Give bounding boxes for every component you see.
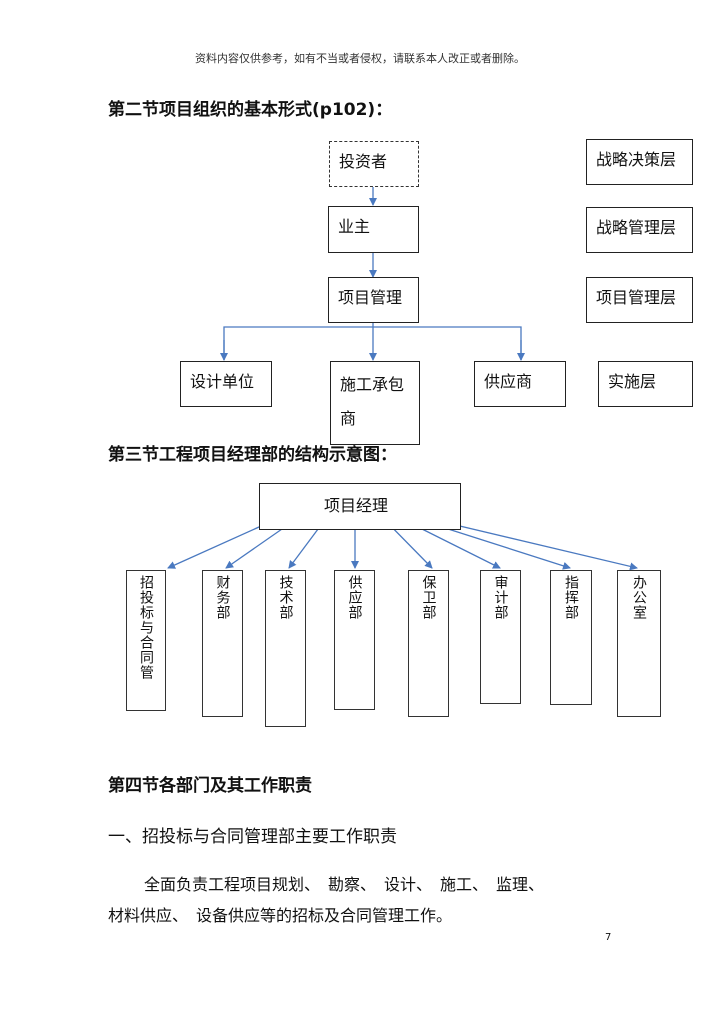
paragraph-line-1: 全面负责工程项目规划、 勘察、 设计、 施工、 监理、 [144,875,545,894]
supplier-label: 供应商 [484,372,533,391]
dept-command: 指挥部 [550,570,592,705]
paragraph-line-2: 材料供应、 设备供应等的招标及合同管理工作。 [108,906,453,925]
dept-label: 供应部 [346,575,363,620]
owner-box: 业主 [328,206,419,253]
project-management-box: 项目管理 [328,277,419,323]
dept-label: 招投标与合同管 [138,575,154,680]
level-implementation: 实施层 [598,361,693,407]
design-unit-box: 设计单位 [180,361,272,407]
investor-label: 投资者 [339,152,388,171]
contractor-label: 施工承包商 [340,375,405,428]
level-label: 战略管理层 [596,218,677,237]
dept-bidding-contract: 招投标与合同管 [126,570,166,711]
project-manager-label: 项目经理 [324,496,389,515]
page-number: 7 [605,932,612,943]
dept-audit: 审计部 [480,570,521,704]
supplier-box: 供应商 [474,361,566,407]
dept-supply: 供应部 [334,570,375,710]
level-strategic-management: 战略管理层 [586,207,693,253]
investor-box: 投资者 [329,141,419,187]
contractor-box: 施工承包商 [330,361,420,445]
level-strategic-decision: 战略决策层 [586,139,693,185]
project-manager-box: 项目经理 [259,483,461,530]
dept-label: 技术部 [277,575,294,620]
owner-label: 业主 [338,217,371,236]
dept-label: 办公室 [631,575,647,620]
project-management-label: 项目管理 [338,288,403,307]
level-label: 战略决策层 [596,150,677,169]
section3-heading: 第三节工程项目经理部的结构示意图： [108,445,397,465]
dept-security: 保卫部 [408,570,449,717]
dept-label: 保卫部 [420,575,437,620]
section2-heading: 第二节项目组织的基本形式(p102)： [108,100,393,120]
dept-label: 财务部 [214,575,231,620]
level-label: 项目管理层 [596,288,677,307]
design-unit-label: 设计单位 [190,372,255,391]
dept-label: 审计部 [492,575,509,620]
level-project-management: 项目管理层 [586,277,693,323]
section4-heading: 第四节各部门及其工作职责 [108,776,312,796]
disclaimer-note: 资料内容仅供参考，如有不当或者侵权，请联系本人改正或者删除。 [195,52,525,65]
dept-finance: 财务部 [202,570,243,717]
dept-technology: 技术部 [265,570,306,727]
dept-label: 指挥部 [563,575,579,620]
section4-subheading: 一、招投标与合同管理部主要工作职责 [108,827,397,847]
dept-office: 办公室 [617,570,661,717]
level-label: 实施层 [608,372,657,391]
